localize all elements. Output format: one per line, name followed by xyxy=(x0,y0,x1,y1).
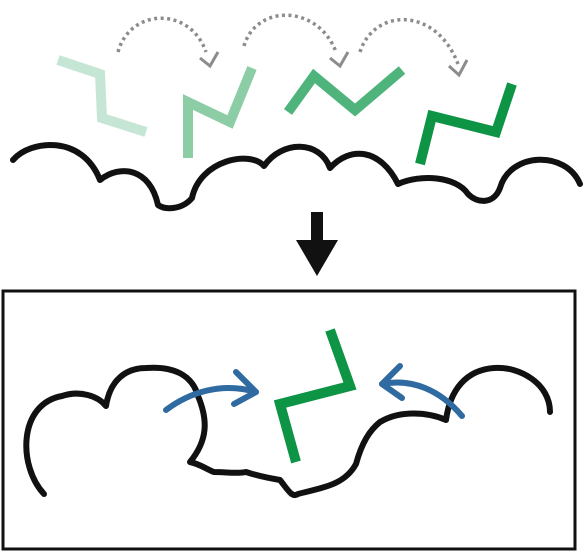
zigzag-stage-1 xyxy=(58,60,146,132)
bottom-panel xyxy=(3,291,575,549)
insertion-arrow-left xyxy=(166,372,256,410)
hop-arrowhead-1 xyxy=(200,52,218,66)
zigzag-stage-3 xyxy=(288,70,402,112)
hop-arrow-3 xyxy=(360,20,458,64)
hop-arrowheads xyxy=(200,52,467,75)
hop-arrow-1 xyxy=(118,18,206,52)
zigzag-inserted xyxy=(280,330,350,462)
hop-arrow-2 xyxy=(244,15,336,52)
membrane-top xyxy=(13,145,580,208)
down-arrow-icon xyxy=(296,212,338,276)
hop-arrows xyxy=(118,15,458,64)
zigzag-stage-4 xyxy=(420,84,512,164)
zigzag-stage-2 xyxy=(188,68,252,158)
top-panel xyxy=(13,15,580,208)
hop-arrowhead-2 xyxy=(330,52,348,66)
